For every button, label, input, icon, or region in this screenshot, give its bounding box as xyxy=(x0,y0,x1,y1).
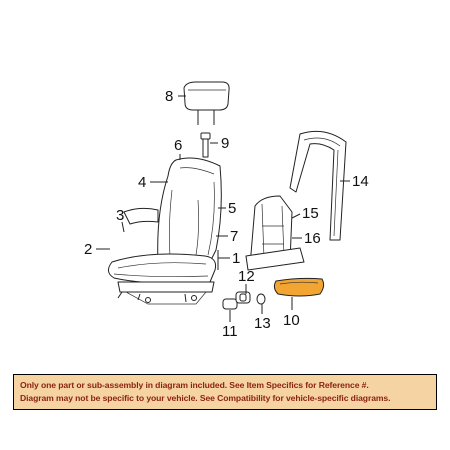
disclaimer-line-1: Only one part or sub-assembly in diagram… xyxy=(20,380,369,390)
leader-lines xyxy=(96,95,350,322)
callout-11: 11 xyxy=(222,323,238,340)
headrest-guide-part xyxy=(200,132,211,158)
seat-frame-part xyxy=(245,195,305,271)
bushing-part xyxy=(235,291,251,304)
callout-1: 1 xyxy=(232,250,240,267)
callout-5: 5 xyxy=(228,200,236,217)
clip-part xyxy=(256,293,266,305)
back-panel-part xyxy=(289,130,347,241)
callout-12: 12 xyxy=(238,268,255,285)
seat-back-part xyxy=(157,157,222,263)
disclaimer-line-2: Diagram may not be specific to your vehi… xyxy=(20,393,391,403)
side-shield-part xyxy=(123,207,159,225)
seat-cushion-part xyxy=(108,253,216,284)
highlighted-part-10 xyxy=(273,277,325,297)
callout-16: 16 xyxy=(304,230,321,247)
disclaimer-notice: Only one part or sub-assembly in diagram… xyxy=(13,374,437,410)
seat-track-part xyxy=(117,281,215,305)
callout-13: 13 xyxy=(254,315,271,332)
callout-2: 2 xyxy=(84,241,92,258)
bolt-part xyxy=(222,298,238,310)
callout-7: 7 xyxy=(230,228,238,245)
callout-3: 3 xyxy=(116,207,124,224)
callout-15: 15 xyxy=(302,205,319,222)
callout-9: 9 xyxy=(221,135,229,152)
callout-6: 6 xyxy=(174,137,182,154)
headrest-part xyxy=(183,81,230,125)
callout-10: 10 xyxy=(283,312,300,329)
callout-4: 4 xyxy=(138,174,146,191)
callout-14: 14 xyxy=(352,173,369,190)
callout-8: 8 xyxy=(165,88,173,105)
